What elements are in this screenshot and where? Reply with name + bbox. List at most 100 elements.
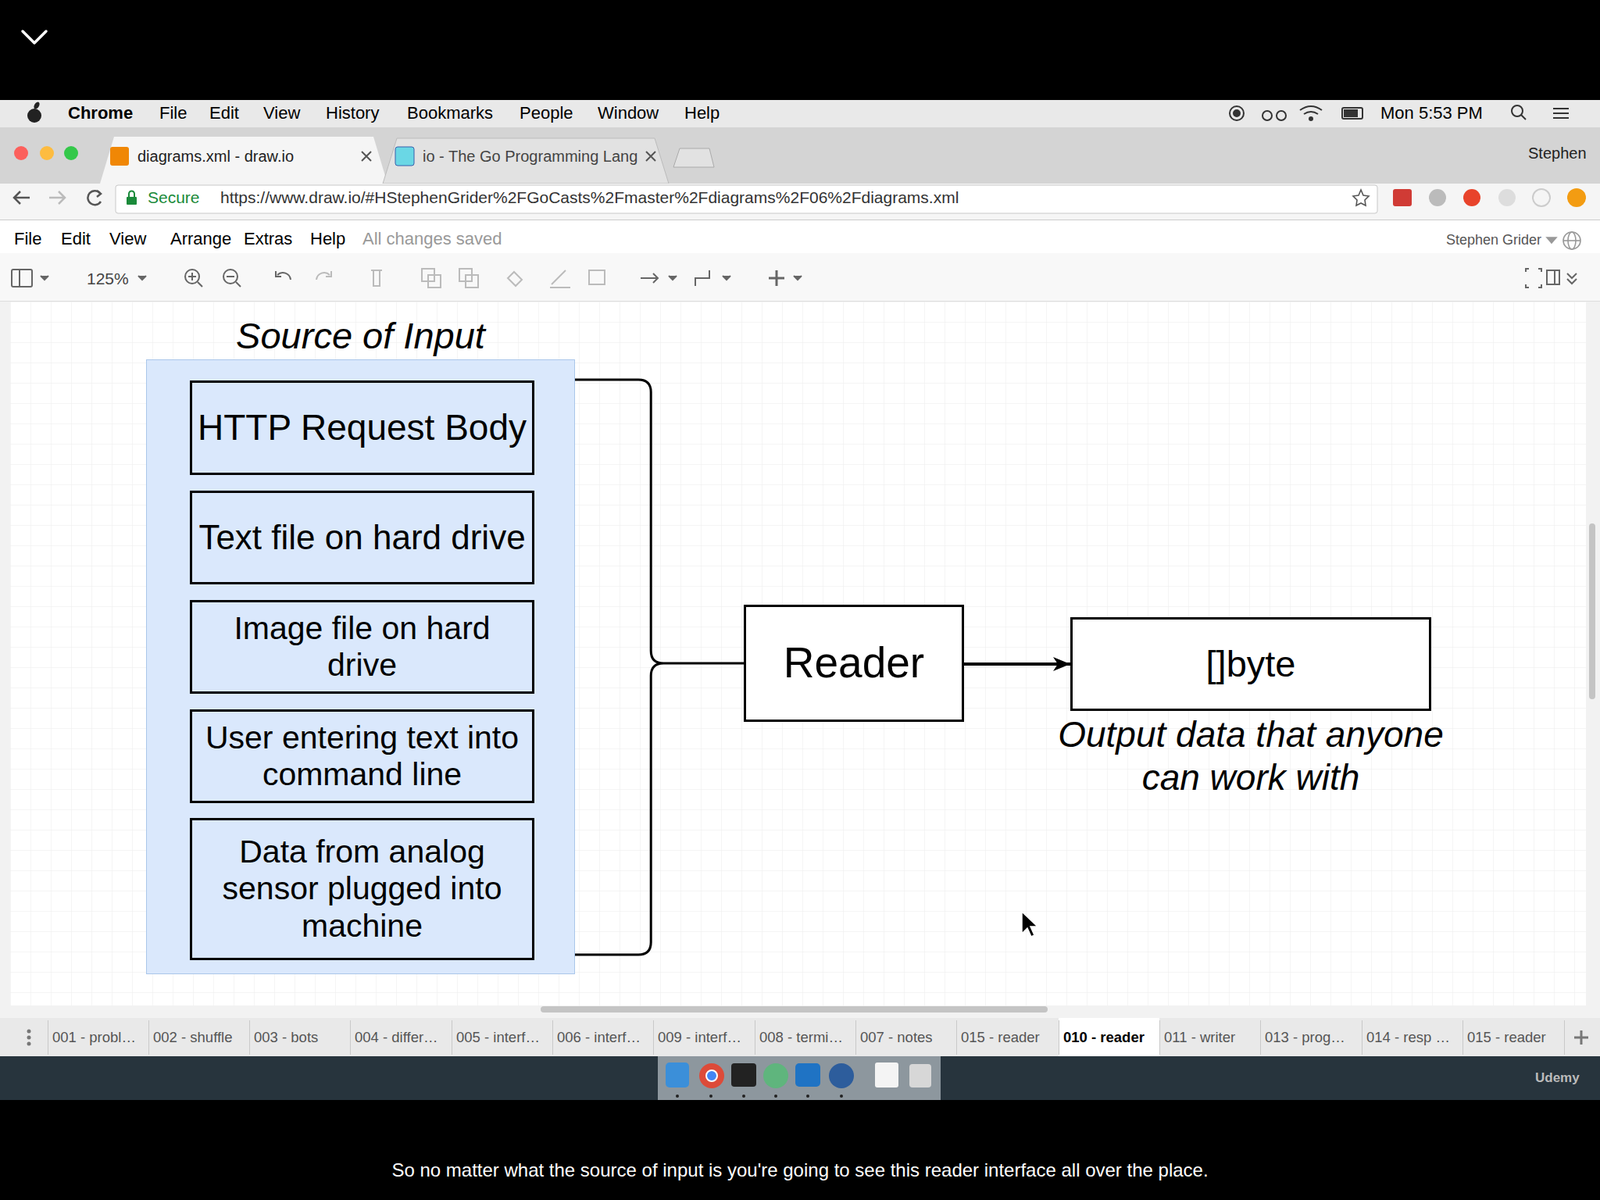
page-tab: 006 - interf… <box>557 1028 641 1047</box>
collapse-chevron <box>22 31 47 43</box>
output-box: []byte <box>1070 617 1432 711</box>
address-bar <box>0 183 1600 220</box>
box-label: []byte <box>1203 642 1300 686</box>
page-tab: 013 - prog… <box>1264 1028 1346 1047</box>
grouping-brace <box>575 379 744 955</box>
drawing-canvas <box>10 301 1586 1006</box>
account-icons <box>1546 232 1581 250</box>
tab-title: diagrams.xml - draw.io <box>137 146 294 166</box>
app-menu-item: Arrange <box>170 228 232 250</box>
menu-item: Edit <box>209 103 240 124</box>
page-tab: 011 - writer <box>1164 1028 1236 1047</box>
drawio-favicon <box>110 146 129 166</box>
watermark: Udemy <box>1535 1070 1580 1086</box>
output-note: Output data that anyone can work with <box>1032 713 1470 800</box>
active-page-tab <box>1058 1017 1160 1057</box>
nav-buttons <box>14 190 101 205</box>
page-tab: 004 - differ… <box>354 1028 439 1047</box>
lock-icon <box>126 191 137 205</box>
box-label: User entering text into command line <box>192 719 533 793</box>
active-tab <box>100 136 388 184</box>
address-bar-divider <box>0 219 1600 221</box>
input-source-box: HTTP Request Body <box>189 380 535 475</box>
reader-box: Reader <box>743 604 965 722</box>
page-tab: 002 - shuffle <box>153 1028 233 1047</box>
page-tab: 015 - reader <box>960 1028 1040 1047</box>
drawio-toolbar <box>0 253 1600 302</box>
dock <box>657 1056 941 1100</box>
add-page-plus <box>1574 1030 1589 1045</box>
mac-menu-bar <box>0 100 1600 128</box>
clock: Mon 5:53 PM <box>1380 103 1483 124</box>
input-source-box: Image file on hard drive <box>189 600 535 694</box>
page-tab-dividers <box>48 1020 1565 1055</box>
tab-title: io - The Go Programming Lang <box>422 146 638 166</box>
desktop-wallpaper <box>0 1056 1600 1100</box>
drawio-menu-bar <box>0 220 1600 254</box>
canvas-margin <box>0 301 1600 1018</box>
close-light <box>14 146 29 161</box>
arrow-connector <box>964 662 1071 666</box>
page-tab: 009 - interf… <box>657 1028 742 1047</box>
menu-item: Window <box>597 103 659 124</box>
app-menu-item: File <box>14 228 42 250</box>
page-tab: 010 - reader <box>1063 1028 1145 1047</box>
box-label: Reader <box>780 638 928 688</box>
save-status: All changes saved <box>362 228 503 250</box>
zoom-light <box>64 146 79 161</box>
app-menu-item: Extras <box>243 228 293 250</box>
url-field <box>115 185 1378 214</box>
box-label: Image file on hard drive <box>192 610 533 684</box>
page-tab: 005 - interf… <box>456 1028 540 1047</box>
page-tab: 003 - bots <box>253 1028 318 1047</box>
box-label: HTTP Request Body <box>194 407 530 449</box>
input-source-box: Data from analog sensor plugged into mac… <box>189 817 535 961</box>
menu-item: Bookmarks <box>407 103 493 124</box>
page-tab-bar <box>0 1017 1600 1057</box>
new-tab-button <box>673 148 715 168</box>
secure-badge: Secure <box>147 187 200 208</box>
app-menu-item: Edit <box>60 228 91 250</box>
page-tab: 007 - notes <box>860 1028 933 1047</box>
page-menu-dots <box>27 1029 32 1047</box>
inactive-tab <box>382 138 669 184</box>
box-label: Text file on hard drive <box>195 517 529 558</box>
profile-name: Stephen <box>1528 143 1587 163</box>
horizontal-scrollbar <box>540 1006 1048 1013</box>
video-bottom-bar <box>0 1100 1600 1200</box>
dock-icons <box>665 1062 932 1098</box>
user-name: Stephen Grider <box>1446 232 1542 250</box>
app-menu-item: Help <box>310 228 346 250</box>
input-group-band: Source of InputHTTP Request BodyText fil… <box>146 359 575 975</box>
page-tab: 014 - resp … <box>1366 1028 1450 1047</box>
page-tab: 008 - termi… <box>759 1028 843 1047</box>
extension-icons <box>1392 188 1586 208</box>
vertical-scrollbar <box>1589 523 1596 700</box>
toolbar-icons <box>11 268 1577 288</box>
menu-item: Chrome <box>67 103 133 124</box>
subtitle: So no matter what the source of input is… <box>0 1159 1600 1183</box>
apple-logo <box>27 100 42 123</box>
menu-item: View <box>263 103 300 124</box>
menu-item: History <box>325 103 379 124</box>
mouse-cursor <box>1021 911 1038 937</box>
toolbar-divider <box>0 300 1600 302</box>
bookmark-star <box>1353 189 1369 206</box>
input-source-box: Text file on hard drive <box>189 490 535 585</box>
canvas-grid <box>10 301 1586 1006</box>
zoom-level: 125% <box>86 268 129 289</box>
tab-strip <box>0 127 1600 184</box>
input-source-box: User entering text into command line <box>189 709 535 804</box>
page-tab: 001 - probl… <box>52 1028 136 1047</box>
go-favicon <box>395 146 415 166</box>
menu-item: File <box>159 103 187 124</box>
url-text: https://www.draw.io/#HStephenGrider%2FGo… <box>220 187 959 208</box>
group-heading: Source of Input <box>146 314 575 358</box>
menu-item: People <box>519 103 574 124</box>
video-top-bar <box>0 0 1600 100</box>
app-menu-item: View <box>109 228 147 250</box>
box-label: Data from analog sensor plugged into mac… <box>192 833 533 944</box>
minimize-light <box>39 146 54 161</box>
menu-item: Help <box>684 103 720 124</box>
page-tab: 015 - reader <box>1467 1028 1547 1047</box>
